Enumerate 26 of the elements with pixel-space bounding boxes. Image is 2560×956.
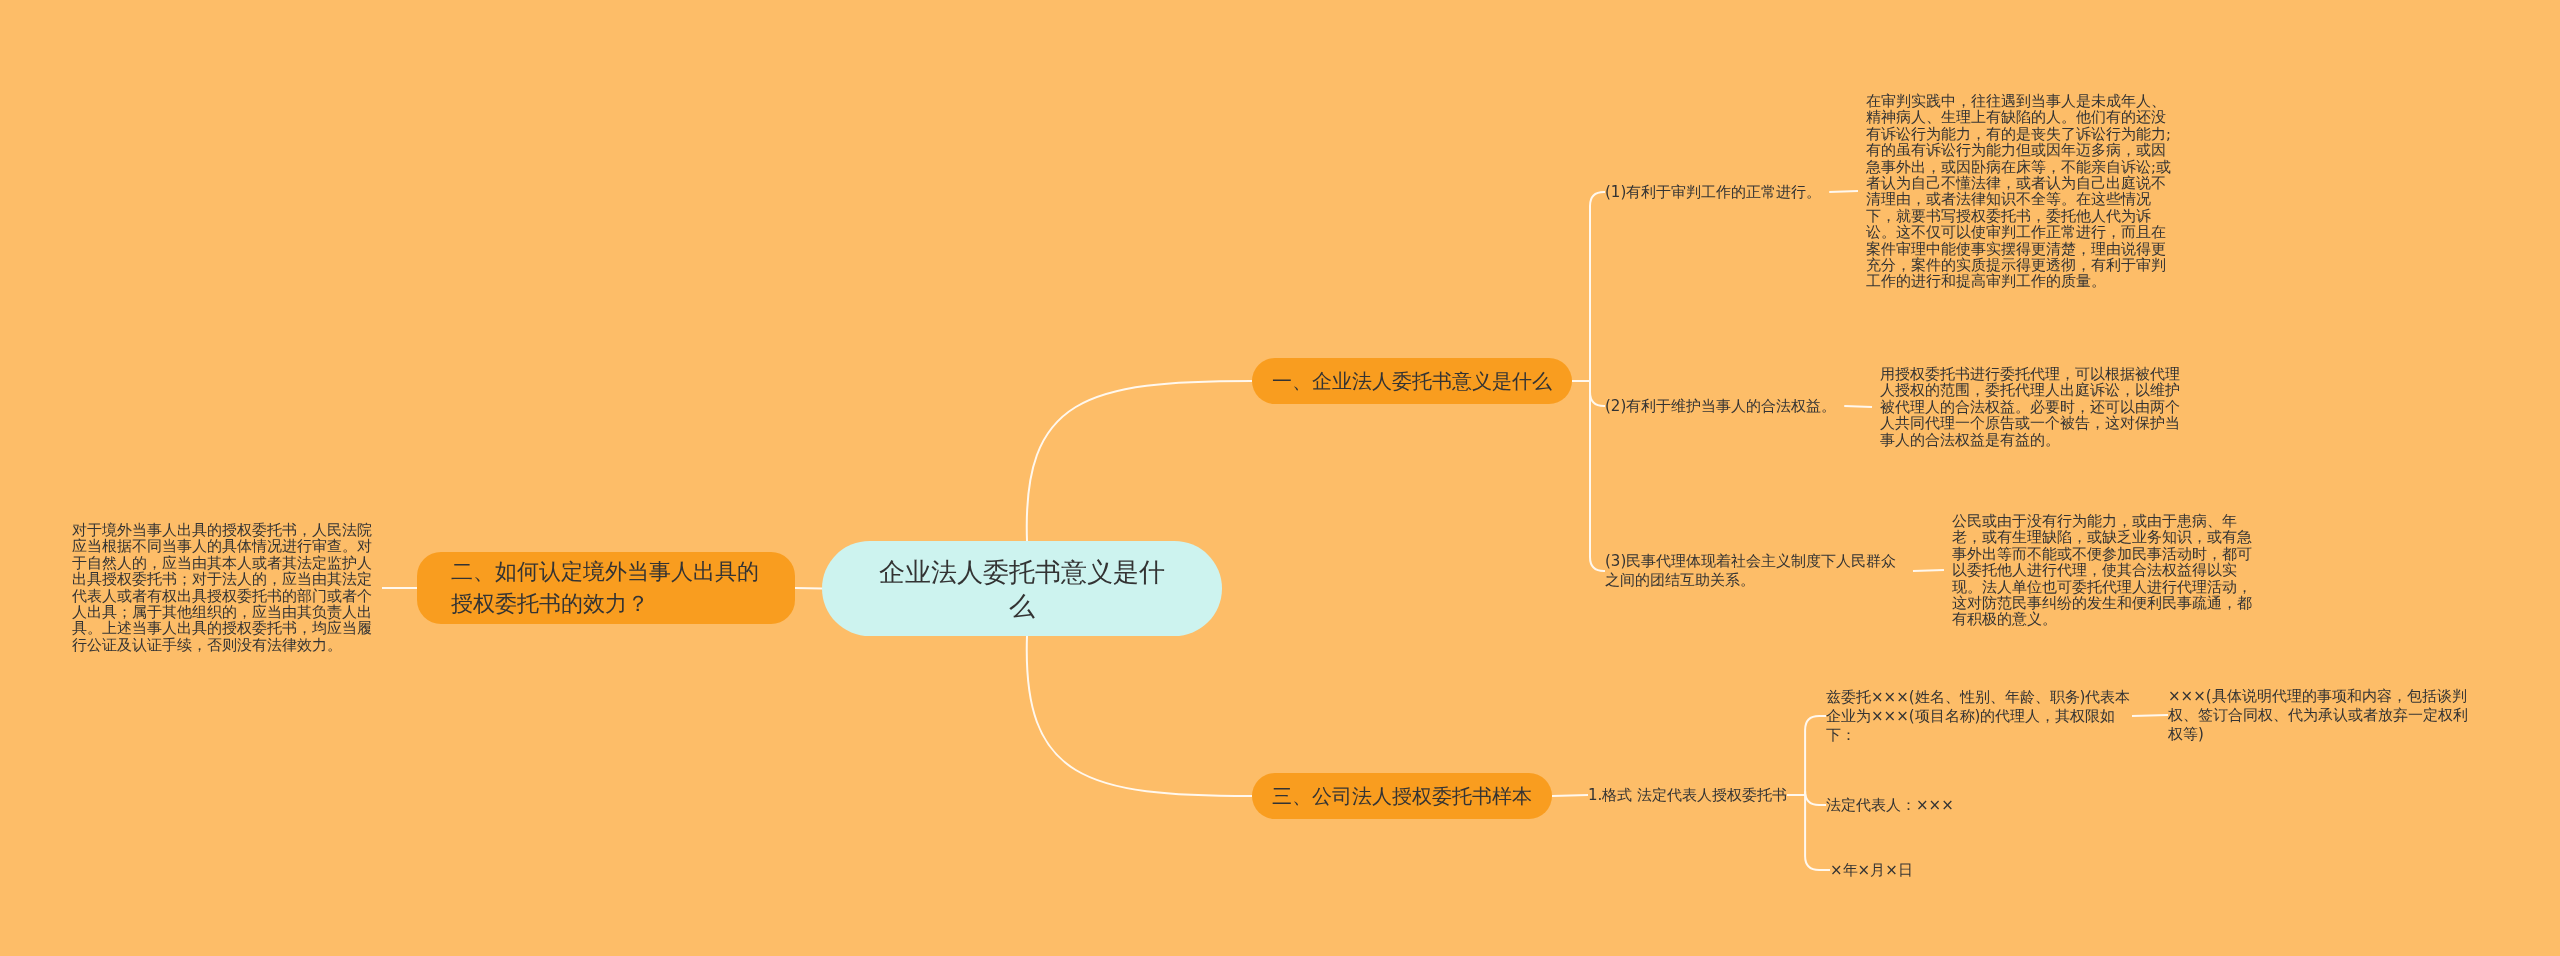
subtopic-text: ×年×月×日 bbox=[1830, 860, 1913, 880]
connector-line bbox=[794, 587, 823, 590]
note-text: 用授权委托书进行委托代理，可以根据被代理人授权的范围，委托代理人出庭诉讼，以维护被代理人的合法权益。必要时，还可以由两个人共同代理一个原告或一个被告，这对保护当事人的合法权益是有益的。 bbox=[1880, 366, 2186, 448]
topic-pill: 三、公司法人授权委托书样本 bbox=[1252, 773, 1552, 819]
connector-line bbox=[1828, 190, 1859, 193]
connector-line bbox=[1843, 405, 1873, 408]
topic-pill: 二、如何认定境外当事人出具的授权委托书的效力？ bbox=[417, 552, 795, 624]
note-text: 对于境外当事人出具的授权委托书，人民法院应当根据不同当事人的具体情况进行审查。对于自然人的，应当由其本人或者其法定监护人出具授权委托书；对于法人的，应当由其法定代表人或者有权出具授权委托书的部门或者个人出具；属于其他组织的，应当由其负责人出具。上述当事人出具的授权委托书，均应当履行公证及认证手续，否则没有法律效力。 bbox=[72, 522, 382, 654]
connector-line bbox=[1026, 635, 1253, 797]
connector-line bbox=[1551, 794, 1589, 797]
topic-pill: 一、企业法人委托书意义是什么 bbox=[1252, 358, 1572, 404]
connector-line bbox=[2131, 714, 2169, 717]
connector-line bbox=[381, 587, 418, 589]
subtopic-text: 1.格式 法定代表人授权委托书 bbox=[1588, 785, 1788, 805]
subtopic-text: 法定代表人：××× bbox=[1826, 795, 1954, 815]
subtopic-text: ×××(具体说明代理的事项和内容，包括谈判权、签订合同权、代为承认或者放弃一定权利权等) bbox=[2168, 686, 2474, 744]
central-topic-pill: 企业法人委托书意义是什么 bbox=[822, 541, 1222, 636]
subtopic-text: 兹委托×××(姓名、性别、年龄、职务)代表本企业为×××(项目名称)的代理人，其权限如下： bbox=[1826, 687, 2132, 745]
connector-line bbox=[1912, 569, 1945, 572]
subtopic-text: (3)民事代理体现着社会主义制度下人民群众之间的团结互助关系。 bbox=[1605, 552, 1905, 590]
subtopic-text: (1)有利于审判工作的正常进行。 bbox=[1605, 182, 1822, 202]
subtopic-text: (2)有利于维护当事人的合法权益。 bbox=[1605, 396, 1837, 416]
note-text: 公民或由于没有行为能力，或由于患病、年老，或有生理缺陷，或缺乏业务知识，或有急事外出等而不能或不便参加民事活动时，都可以委托他人进行代理，使其合法权益得以实现。法人单位也可委托代理人进行代理活动，这对防范民事纠纷的发生和便利民事疏通，都有积极的意义。 bbox=[1952, 512, 2258, 628]
connector-line bbox=[1571, 380, 1606, 572]
connector-line bbox=[1026, 380, 1253, 542]
note-text: 在审判实践中，往往遇到当事人是未成年人、精神病人、生理上有缺陷的人。他们有的还没有诉讼行为能力，有的是丧失了诉讼行为能力;有的虽有诉讼行为能力但或因年迈多病，或因急事外出，或因卧病在床等，不能亲自诉讼;或者认为自己不懂法律，或者认为自己出庭说不清理由，或者法律知识不全等。在这些情况下，就要书写授权委托书，委托他人代为诉讼。这不仅可以使审判工作正常进行，而且在案件审理中能使事实摆得更清楚，理由说得更充分，案件的实质提示得更透彻，有利于审判工作的进行和提高审判工作的质量。 bbox=[1866, 92, 2172, 290]
